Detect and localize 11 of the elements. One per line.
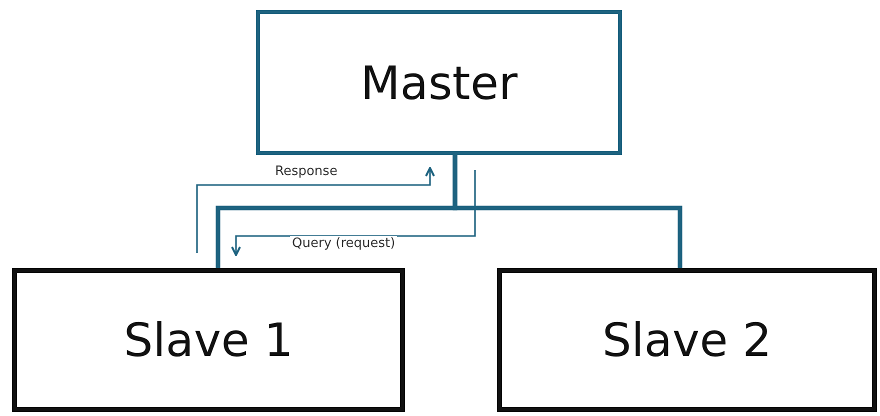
- edge-label: Query (request): [290, 236, 398, 251]
- edge-label: Response: [273, 164, 340, 179]
- node-box: [497, 268, 877, 412]
- node-label: Slave 1: [124, 313, 294, 367]
- arrow: [231, 170, 476, 256]
- node-box: [12, 268, 405, 412]
- bus-line: [452, 155, 682, 268]
- node-label: Slave 2: [602, 313, 772, 367]
- arrow: [196, 167, 435, 253]
- node-box: [256, 10, 622, 155]
- node-label: Master: [360, 56, 518, 110]
